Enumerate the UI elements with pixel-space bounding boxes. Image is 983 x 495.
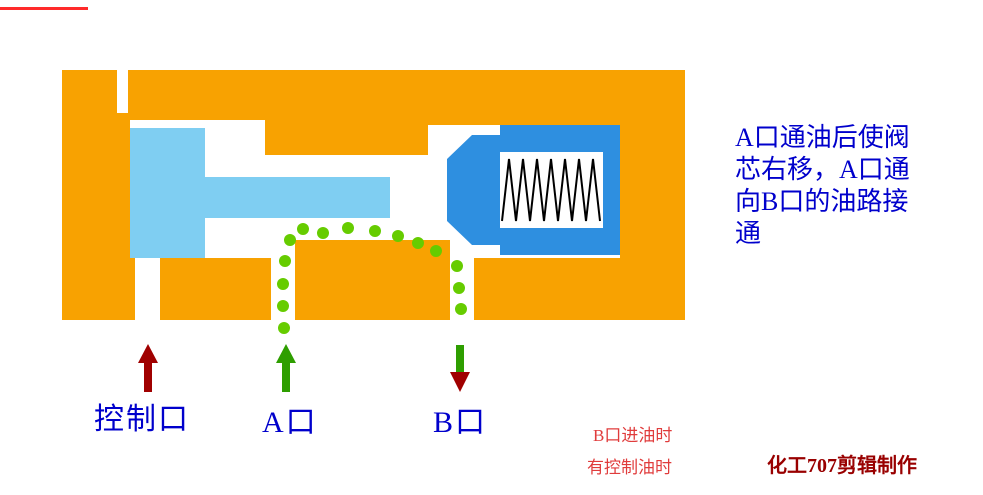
oil-flow-dot [277,300,289,312]
sleeve-bottom-flange [500,228,620,255]
side-note-line: A口通油后使阀 [735,123,910,152]
poppet-assembly [447,125,620,255]
port-b-arrow-shaft [456,345,464,373]
floor-raised-block [295,240,450,258]
oil-flow-dot [317,227,329,239]
oil-flow-dot [369,225,381,237]
footnote-b-port: B口进油时 [593,426,673,445]
credit-text: 化工707剪辑制作 [767,455,917,477]
side-note: A口通油后使阀 芯右移，A口通 向B口的油路接 通 [735,122,950,250]
side-note-line: 芯右移，A口通 [735,155,910,184]
sleeve-right-wall [603,152,620,228]
oil-flow-dot [279,255,291,267]
oil-flow-dot [453,282,465,294]
spool-piston [130,128,205,258]
oil-flow-dot [297,223,309,235]
footnote-control-oil: 有控制油时 [587,458,672,477]
body-top-notch [117,70,128,113]
top-left-red-line [0,7,88,10]
oil-flow-dot [277,278,289,290]
port-b-arrow-head [450,372,470,392]
oil-flow-dot [455,303,467,315]
oil-flow-dot [451,260,463,272]
port-b-arrow-down-icon [450,345,470,392]
control-port-arrow-up-icon [138,344,158,392]
sleeve-top-flange [500,125,620,152]
port-b-label: B口 [433,406,488,439]
spring-icon [501,158,601,222]
oil-flow-dot [278,322,290,334]
oil-flow-dot [412,237,424,249]
port-a-arrow-up-icon [276,344,296,392]
oil-flow-dot [430,245,442,257]
side-note-line: 向B口的油路接 [735,187,909,216]
control-port-label: 控制口 [94,403,190,436]
oil-flow-path [277,222,467,334]
oil-flow-dot [284,234,296,246]
oil-flow-dot [342,222,354,234]
oil-flow-dot [392,230,404,242]
port-a-label: A口 [262,406,318,439]
poppet-head [447,135,500,245]
valve-spool [130,128,390,258]
spool-stem [205,177,390,218]
control-port-slot [135,258,160,320]
side-note-line: 通 [735,219,762,248]
